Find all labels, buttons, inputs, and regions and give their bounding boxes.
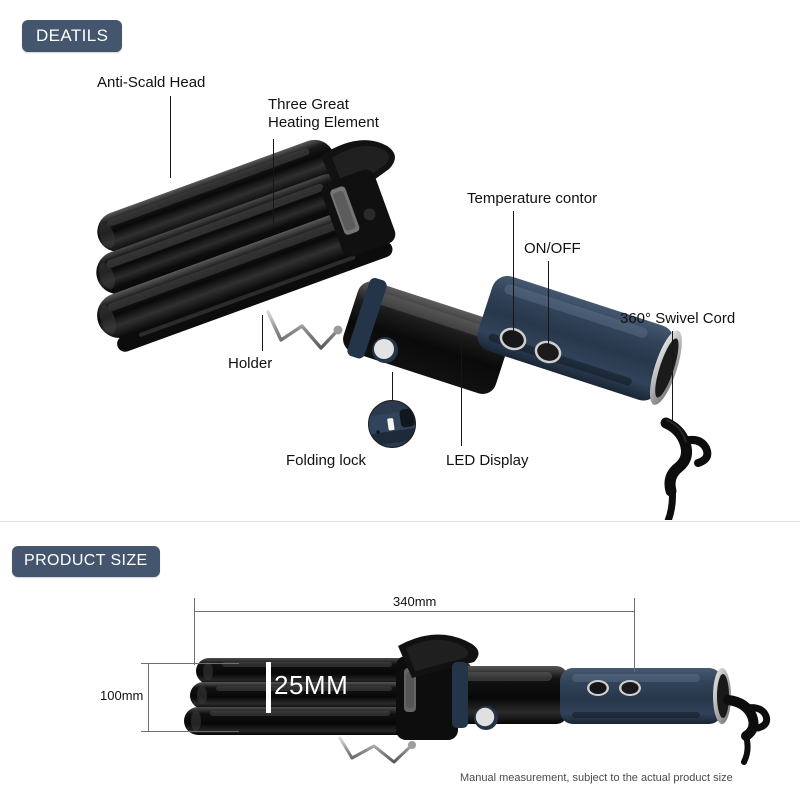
callout-label-holder: Holder <box>228 355 273 372</box>
callout-label-led-display: LED Display <box>446 452 529 469</box>
leader-line-led-display <box>461 336 462 446</box>
callout-label-folding-lock: Folding lock <box>286 452 367 469</box>
leader-line-folding-lock <box>392 372 393 400</box>
dim-tick-left-340 <box>194 598 195 665</box>
dim-line-100 <box>148 663 149 731</box>
leader-line-holder <box>262 315 263 351</box>
leader-line-swivel-cord <box>672 331 673 423</box>
product-hero-illustration <box>96 139 712 525</box>
callout-label-temperature-control: Temperature contor <box>467 190 598 207</box>
measurement-footnote: Manual measurement, subject to the actua… <box>460 772 733 784</box>
leader-line-on-off <box>548 261 549 347</box>
leader-line-three-great-heating <box>273 139 274 225</box>
details-section-badge: DEATILS <box>22 20 123 52</box>
dim-label-length: 340mm <box>393 594 437 609</box>
dim-label-height: 100mm <box>100 688 144 703</box>
dim-tick-bottom-100 <box>141 731 239 732</box>
dim-bar-25mm <box>266 662 271 713</box>
callout-label-anti-scald-head: Anti-Scald Head <box>97 74 206 91</box>
dim-line-340 <box>194 611 635 612</box>
folding-lock-knob <box>372 337 398 363</box>
dim-label-barrel-diameter: 25MM <box>274 670 349 700</box>
folding-lock-inset <box>368 400 416 448</box>
product-size-section-badge: PRODUCT SIZE <box>12 546 160 577</box>
leader-line-anti-scald-head <box>170 96 171 178</box>
product-size-illustration <box>0 590 800 770</box>
dim-tick-top-100 <box>141 663 239 664</box>
control-buttons <box>499 327 562 364</box>
callout-label-on-off: ON/OFF <box>524 240 581 257</box>
section-divider <box>0 521 800 522</box>
callout-label-swivel-cord: 360° Swivel Cord <box>620 310 736 327</box>
dim-tick-right-340 <box>634 598 635 672</box>
leader-line-temperature-control <box>513 211 514 333</box>
callout-label-three-great-heating: Three Great Heating Element <box>268 96 379 132</box>
